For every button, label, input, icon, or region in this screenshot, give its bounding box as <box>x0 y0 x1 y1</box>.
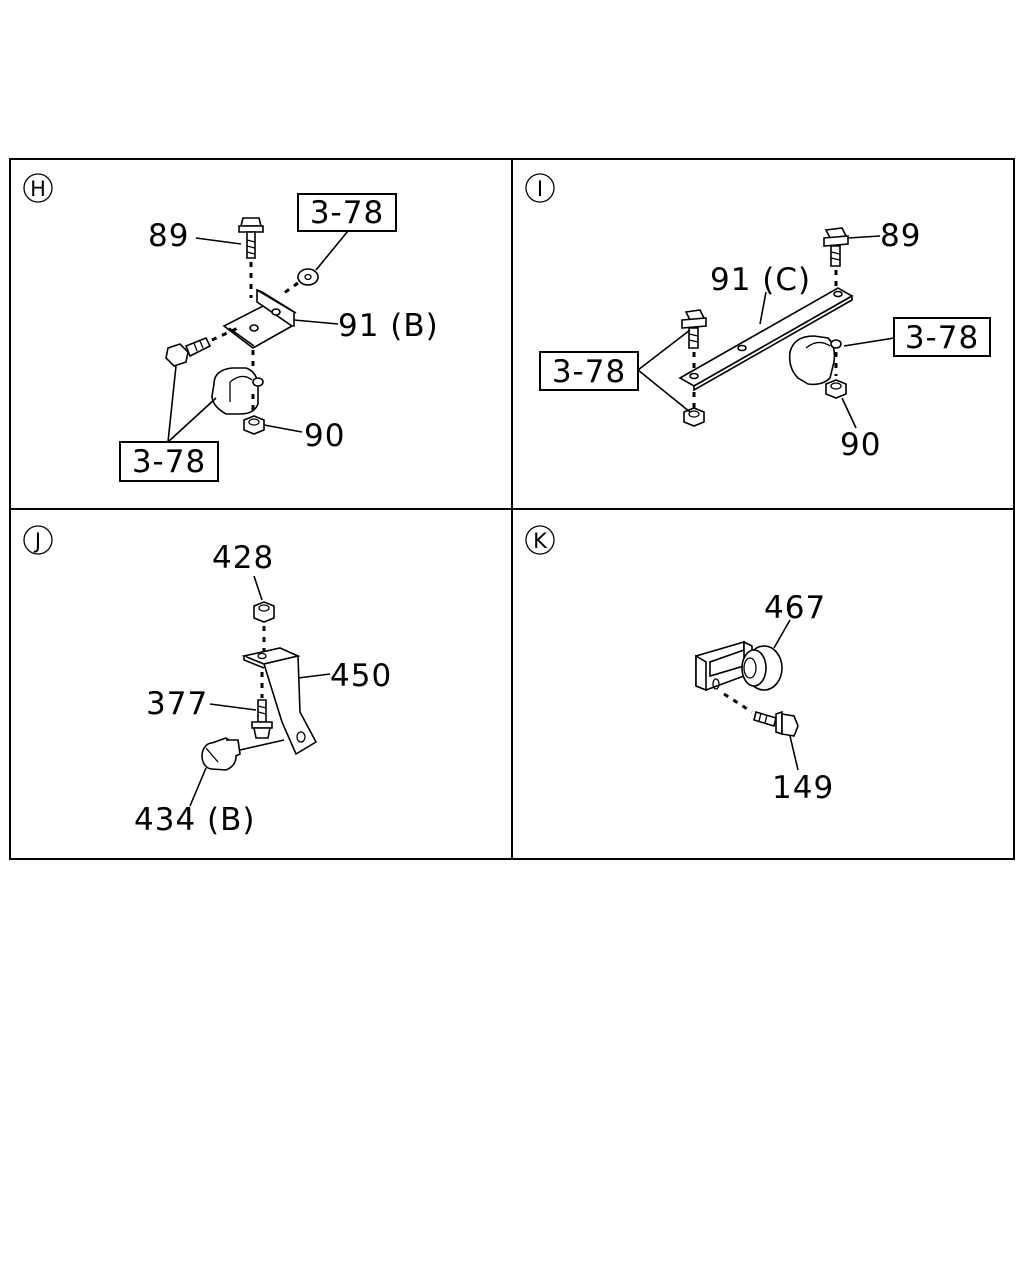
callout-377: 377 <box>146 686 208 722</box>
bolt-89-icon <box>238 217 264 259</box>
panel-j: J 428 450 377 <box>23 525 392 838</box>
panel-j-badge <box>23 525 53 555</box>
callout-428: 428 <box>212 540 274 576</box>
clamp-icon <box>211 367 264 415</box>
callout-91c: 91 (C) <box>710 262 811 298</box>
side-bolt-icon <box>165 336 212 367</box>
callout-467: 467 <box>764 590 826 626</box>
ref-3-78-right-i: 3-78 <box>905 320 979 356</box>
panel-i-letter: I <box>537 177 543 201</box>
panel-i: I 89 91 (C) <box>525 173 991 463</box>
ref-3-78-left-i: 3-78 <box>552 354 626 390</box>
callout-90-i: 90 <box>840 427 881 463</box>
panel-h-letter: H <box>30 177 46 201</box>
clip-434b-icon <box>201 737 241 771</box>
nut-428-icon <box>253 601 275 623</box>
ref-box-left-i <box>539 351 639 391</box>
nut-90-i-icon <box>825 379 847 399</box>
callout-434b: 434 (B) <box>134 802 255 838</box>
bolt-89-i-icon <box>823 227 849 267</box>
bolt-149-icon <box>753 710 799 737</box>
panel-k-letter: K <box>533 529 548 553</box>
callout-149: 149 <box>772 770 834 806</box>
callout-450: 450 <box>330 658 392 694</box>
nut-90-icon <box>243 415 265 435</box>
washer-icon <box>297 268 319 286</box>
panel-j-letter: J <box>33 529 41 553</box>
callout-91b: 91 (B) <box>338 308 439 344</box>
bracket-450-icon <box>241 647 318 756</box>
plate-91c-icon <box>678 287 854 392</box>
ref-3-78-top-h: 3-78 <box>310 195 384 231</box>
callout-90: 90 <box>304 418 345 454</box>
panel-k: K 467 149 <box>525 525 834 806</box>
panel-k-badge <box>525 525 555 555</box>
panel-i-badge <box>525 173 555 203</box>
clamp-i-icon <box>788 335 842 386</box>
ref-box-bottom-h <box>119 441 219 482</box>
ref-box-right-i <box>893 317 991 357</box>
panel-h: H 89 91 (B) <box>23 173 439 482</box>
panel-h-badge <box>23 173 53 203</box>
bracket-91b-icon <box>222 288 297 349</box>
ref-box-top-h <box>297 193 397 232</box>
ref-3-78-bottom-h: 3-78 <box>132 444 206 480</box>
bolt-377-icon <box>251 699 273 739</box>
callout-89: 89 <box>148 218 189 254</box>
nut-left-i-icon <box>683 407 705 427</box>
callout-89-i: 89 <box>880 218 921 254</box>
bolt-left-i-icon <box>681 309 707 349</box>
clamp-467-icon <box>695 640 783 692</box>
